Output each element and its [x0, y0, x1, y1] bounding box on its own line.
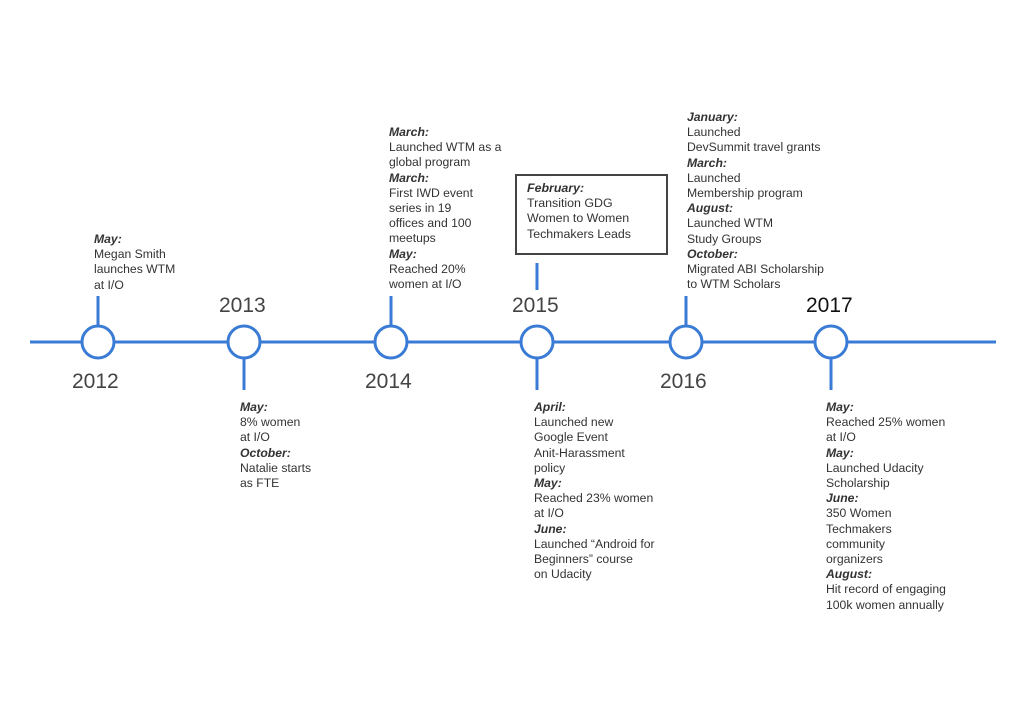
event-description: Megan Smith launches WTM at I/O	[94, 247, 176, 292]
year-label-2017: 2017	[806, 294, 853, 317]
event-month: May:	[826, 445, 854, 460]
event-month: August:	[687, 201, 734, 216]
event-description: Launched Udacity Scholarship	[826, 460, 924, 491]
event-month: February:	[527, 181, 585, 195]
event-month: January:	[687, 110, 738, 124]
event-month: October:	[687, 246, 738, 261]
event-description: Reached 23% women at I/O	[534, 491, 654, 521]
event-description: Migrated ABI Scholarship to WTM Scholars	[687, 262, 824, 292]
events-2017: May: Reached 25% women at I/O May: Launc…	[826, 400, 946, 613]
event-entry: May: Reached 23% women at I/O	[534, 476, 655, 522]
year-label-2012: 2012	[72, 370, 119, 393]
node-2012	[80, 324, 116, 360]
event-entry: August: Launched WTM Study Groups	[687, 201, 824, 247]
event-entry: May: 8% women at I/O	[240, 400, 311, 446]
event-entry: March: Launched Membership program	[687, 156, 824, 202]
event-month: May:	[94, 232, 122, 246]
event-description: Reached 20% women at I/O	[389, 261, 466, 292]
event-entry: October: Natalie starts as FTE	[240, 446, 311, 492]
event-description: Transition GDG Women to Women Techmakers…	[527, 196, 631, 241]
event-entry: October: Migrated ABI Scholarship to WTM…	[687, 247, 824, 293]
event-description: 8% women at I/O	[240, 415, 301, 445]
event-month: June:	[534, 521, 567, 536]
events-2014: March: Launched WTM as a global program …	[389, 125, 501, 292]
event-description: Launched DevSummit travel grants	[687, 125, 821, 155]
year-label-2015: 2015	[512, 294, 559, 317]
events-2013: May: 8% women at I/O October: Natalie st…	[240, 400, 311, 491]
event-month: May:	[534, 476, 562, 491]
event-month: June:	[826, 491, 859, 506]
event-description: Natalie starts as FTE	[240, 460, 312, 491]
node-2015	[519, 324, 555, 360]
event-entry: March: First IWD event series in 19 offi…	[389, 171, 501, 247]
event-entry: May: Launched Udacity Scholarship	[826, 446, 946, 492]
event-box-2015: February: Transition GDG Women to Women …	[515, 174, 668, 255]
event-month: May:	[389, 246, 417, 261]
event-entry: May: Reached 25% women at I/O	[826, 400, 946, 446]
event-entry: June: Launched “Android for Beginners” c…	[534, 522, 655, 583]
node-2017	[813, 324, 849, 360]
event-description: Launched “Android for Beginners” course …	[534, 536, 655, 582]
event-description: Launched WTM Study Groups	[687, 216, 774, 246]
event-entry: April: Launched new Google Event Anit-Ha…	[534, 400, 655, 476]
event-description: Launched WTM as a global program	[389, 140, 502, 170]
event-description: Reached 25% women at I/O	[826, 415, 946, 445]
event-description: Launched new Google Event Anit-Harassmen…	[534, 415, 625, 475]
event-description: First IWD event series in 19 offices and…	[389, 185, 473, 246]
event-month: March:	[389, 125, 429, 139]
event-entry: January: Launched DevSummit travel grant…	[687, 110, 824, 156]
year-label-2013: 2013	[219, 294, 266, 317]
event-entry: May: Reached 20% women at I/O	[389, 247, 501, 293]
year-label-2016: 2016	[660, 370, 707, 393]
event-month: May:	[826, 400, 854, 414]
event-entry: May: Megan Smith launches WTM at I/O	[94, 232, 175, 293]
events-2016: January: Launched DevSummit travel grant…	[687, 110, 824, 292]
node-2014	[373, 324, 409, 360]
event-description: Launched Membership program	[687, 170, 803, 201]
node-2013	[226, 324, 262, 360]
events-2015: April: Launched new Google Event Anit-Ha…	[534, 400, 655, 582]
event-description: Hit record of engaging 100k women annual…	[826, 582, 946, 612]
events-2012: May: Megan Smith launches WTM at I/O	[94, 232, 175, 293]
year-label-2014: 2014	[365, 370, 412, 393]
event-entry: June: 350 Women Techmakers community org…	[826, 491, 946, 567]
event-month: April:	[534, 400, 566, 414]
event-description: 350 Women Techmakers community organizer…	[826, 506, 892, 567]
event-month: March:	[687, 155, 727, 170]
event-month: May:	[240, 400, 268, 414]
node-2016	[668, 324, 704, 360]
event-month: October:	[240, 445, 291, 460]
event-entry: August: Hit record of engaging 100k wome…	[826, 567, 946, 613]
event-entry: March: Launched WTM as a global program	[389, 125, 501, 171]
event-month: March:	[389, 170, 429, 185]
event-month: August:	[826, 567, 873, 582]
